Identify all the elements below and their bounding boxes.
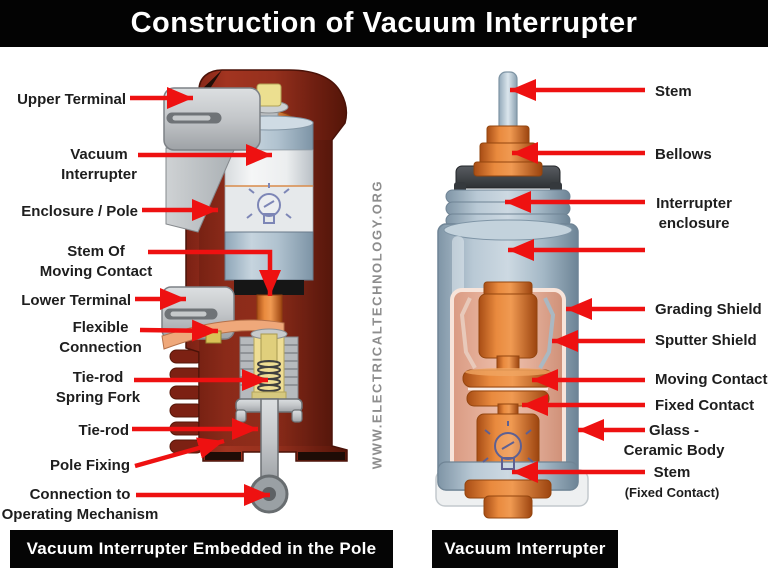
stem-rod [498,71,518,133]
label-glass-ceramic-body: Glass - Ceramic Body [614,421,734,461]
label-text: Flexible [72,319,129,336]
label-text: Sputter Shield [655,332,757,349]
title-bar: Construction of Vacuum Interrupter [0,0,768,47]
label-text: Vacuum [70,146,128,163]
label-text: enclosure [658,215,730,232]
left-caption-bar: Vacuum Interrupter Embedded in the Pole [10,530,393,568]
label-text: Grading Shield [655,301,762,318]
label-interrupter-enclosure: Interrupter enclosure [633,194,755,234]
label-bellows: Bellows [655,145,712,165]
label-text: Lower Terminal [21,292,131,309]
label-text: Tie-rod [72,369,124,386]
label-stem-of-moving-contact: Stem Of Moving Contact [25,242,167,282]
label-text: Fixed Contact [655,397,755,414]
label-stem-fixed-contact: Stem (Fixed Contact) [612,463,732,503]
interrupter-assembly [435,71,589,519]
vacuum-interrupter-cylinder [224,115,314,336]
bulb-icon [246,183,292,224]
label-tie-rod: Tie-rod [0,421,129,441]
right-caption: Vacuum Interrupter [444,539,606,558]
label-lower-terminal: Lower Terminal [0,291,131,311]
label-text: Bellows [655,146,712,163]
sputter-shield-part [538,297,556,369]
label-text: Spring Fork [55,389,141,406]
pole-teeth-right [298,452,345,460]
label-text: Stem [655,83,692,100]
pole-fins [169,349,204,454]
right-caption-bar: Vacuum Interrupter [432,530,618,568]
grading-shield-part [459,297,477,369]
pole-assembly [161,69,348,514]
page-title: Construction of Vacuum Interrupter [130,7,638,39]
label-sputter-shield: Sputter Shield [655,331,757,351]
label-text: Glass - [648,422,700,439]
arrow-pole-fixing [134,437,225,469]
label-text: Moving Contact [39,263,153,280]
label-connection-to-operating-mechanism: Connection to Operating Mechanism [0,485,160,525]
watermark-text: WWW.ELECTRICALTECHNOLOGY.ORG [369,179,385,470]
label-text: Stem [653,464,691,481]
label-moving-contact: Moving Contact [655,370,768,390]
label-tie-rod-spring-fork: Tie-rod Spring Fork [28,368,168,408]
label-text: Interrupter [61,166,137,183]
label-grading-shield: Grading Shield [655,300,762,320]
label-text: Ceramic Body [623,442,725,459]
label-text: Pole Fixing [49,457,130,474]
bulb-icon [482,421,534,470]
label-fixed-contact: Fixed Contact [655,396,754,416]
label-pole-fixing: Pole Fixing [0,456,130,476]
label-text: Tie-rod [78,422,129,439]
left-caption: Vacuum Interrupter Embedded in the Pole [26,539,377,558]
arrow-stem-of-moving-contact [148,249,281,296]
label-stem: Stem [655,82,692,102]
bottom-stem [483,495,533,519]
label-text: Stem Of [67,243,125,260]
label-enclosure-pole: Enclosure / Pole [0,202,138,222]
label-text: Enclosure / Pole [21,203,138,220]
label-text: Operating Mechanism [1,506,159,523]
label-upper-terminal: Upper Terminal [0,90,126,110]
pole-teeth-left [205,452,241,460]
label-text: Upper Terminal [17,91,126,108]
spring-fork-part [239,328,299,400]
label-text: Moving Contact [655,371,768,388]
arrow-flexible-connection [139,319,219,342]
label-flexible-connection: Flexible Connection [30,318,171,358]
label-subtext: (Fixed Contact) [624,485,720,500]
label-vacuum-interrupter: Vacuum Interrupter [28,145,170,185]
label-text: Connection [59,339,142,356]
label-text: Connection to [29,486,131,503]
label-text: Interrupter [656,195,732,212]
bottom-flange [464,479,552,499]
